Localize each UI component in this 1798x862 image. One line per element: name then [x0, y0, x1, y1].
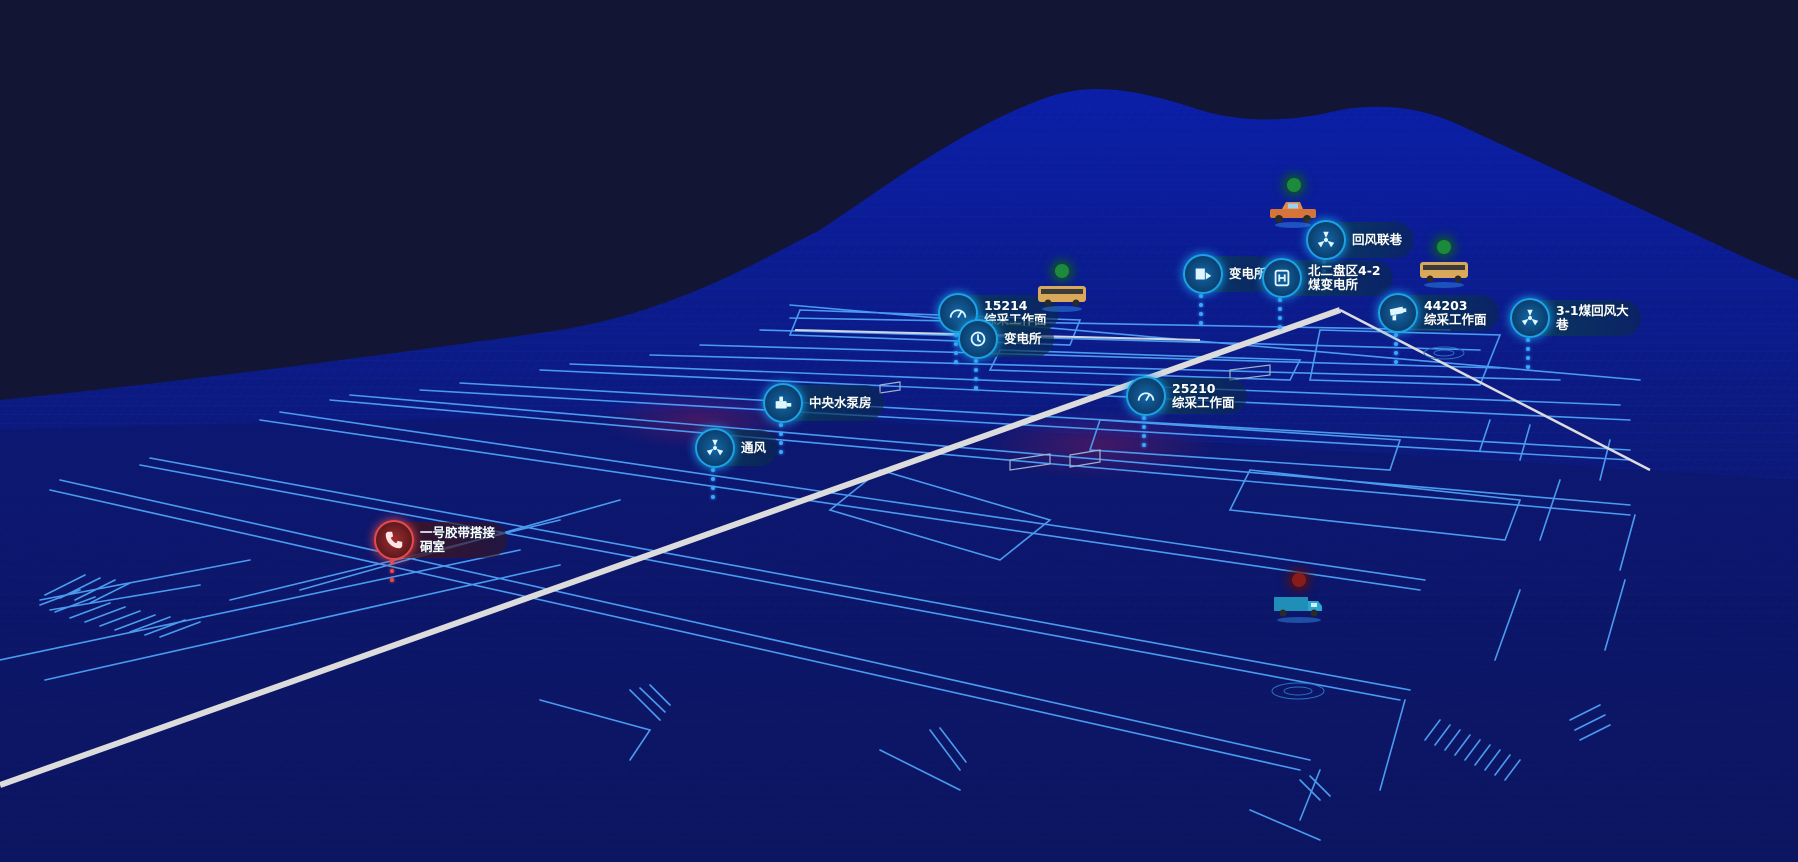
power-meter-icon: [1262, 258, 1302, 298]
pickup-truck-icon: [1270, 202, 1316, 228]
camera-icon: [1378, 293, 1418, 333]
bus-icon: [1038, 286, 1086, 312]
bus-icon: [1420, 262, 1468, 288]
phone-icon: [374, 520, 414, 560]
substation-icon: [1183, 254, 1223, 294]
vehicle-status-indicator: [1292, 573, 1306, 587]
tunnel-network: [0, 304, 1641, 841]
vehicle-status-indicator: [1287, 178, 1301, 192]
water-pump-icon: [763, 383, 803, 423]
fan-icon: [695, 428, 735, 468]
station-label: 25210 综采工作面: [1146, 378, 1247, 414]
station-label: 北二盘区4-2 煤变电所: [1282, 260, 1393, 296]
station-label: 3-1煤回风大 巷: [1530, 300, 1641, 336]
fan-icon: [1306, 220, 1346, 260]
power-meter-icon: [958, 319, 998, 359]
vehicle-status-indicator: [1055, 264, 1069, 278]
fan-icon: [1510, 298, 1550, 338]
vehicle-status-indicator: [1437, 240, 1451, 254]
equipment-glyphs: [879, 364, 1271, 471]
gauge-icon: [1126, 376, 1166, 416]
truck-icon: [1274, 597, 1322, 623]
ground-ripples: [1271, 346, 1465, 700]
